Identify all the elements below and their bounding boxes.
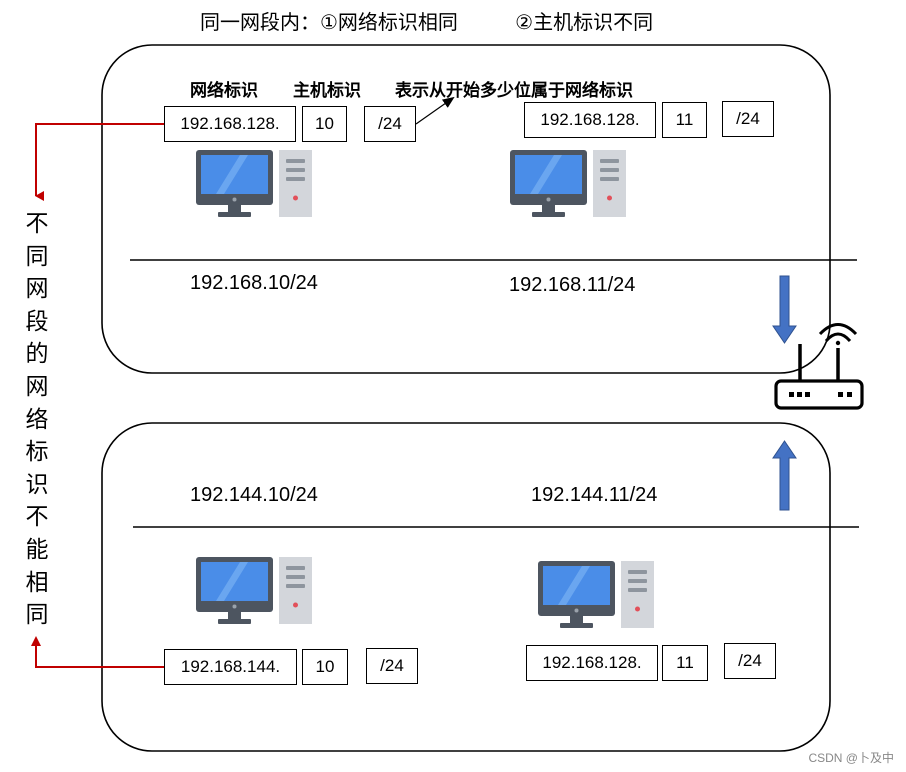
top-host2-host-box: 11 (662, 102, 707, 138)
side-note-char: 段 (25, 308, 49, 335)
side-note-char: 不 (25, 211, 49, 237)
side-note-char: 络 (25, 406, 49, 433)
page-title: 同一网段内：①网络标识相同 ②主机标识不同 (200, 10, 654, 34)
top-segment-container (101, 44, 831, 374)
watermark: CSDN @卜及中 (808, 751, 894, 765)
top-subnet-left-label: 192.168.10/24 (190, 272, 318, 294)
computer-icon (510, 150, 626, 217)
bottom-host1-host-box: 10 (302, 649, 348, 685)
bottom-subnet-right-label: 192.144.11/24 (531, 484, 658, 506)
computer-icon (538, 561, 654, 628)
side-note-char: 同 (25, 243, 49, 270)
side-note-char: 网 (25, 276, 49, 303)
bottom-subnet-left-label: 192.144.10/24 (190, 484, 318, 506)
bottom-segment-container (101, 422, 831, 752)
red-arrow-bottom (35, 642, 164, 668)
top-host1-network-box: 192.168.128. (164, 106, 296, 142)
top-host1-prefix-box: /24 (364, 106, 416, 142)
bottom-host2-prefix-box: /24 (724, 643, 776, 679)
side-note-char: 相 (25, 569, 49, 596)
side-note-char: 同 (25, 602, 49, 629)
header-network-id: 网络标识 (190, 81, 258, 101)
header-host-id: 主机标识 (293, 81, 361, 101)
side-note-vertical: 不 同 网 段 的 网 络 标 识 不 能 相 同 (22, 208, 52, 632)
top-host2-prefix-box: /24 (722, 101, 774, 137)
side-note-char: 标 (25, 439, 49, 466)
bottom-host2-network-box: 192.168.128. (526, 645, 658, 681)
router-icon (774, 323, 864, 410)
computer-icon (196, 557, 312, 624)
bottom-host1-prefix-box: /24 (366, 648, 418, 684)
header-prefix-note: 表示从开始多少位属于网络标识 (395, 81, 633, 101)
prefix-note-arrow (415, 96, 455, 125)
side-note-char: 不 (25, 504, 49, 531)
side-note-char: 识 (25, 471, 49, 498)
top-subnet-right-label: 192.168.11/24 (509, 274, 636, 296)
bottom-host1-network-box: 192.168.144. (164, 649, 297, 685)
bottom-host2-host-box: 11 (662, 645, 708, 681)
red-arrow-bottom-head (31, 636, 41, 646)
side-note-char: 网 (25, 373, 49, 400)
computer-icon (196, 150, 312, 217)
blue-arrow-down (772, 275, 797, 344)
top-host2-network-box: 192.168.128. (524, 102, 656, 138)
top-host1-host-box: 10 (302, 106, 347, 142)
side-note-char: 能 (25, 536, 49, 563)
red-arrow-top (35, 123, 164, 201)
side-note-char: 的 (25, 341, 49, 368)
blue-arrow-up (772, 440, 797, 511)
